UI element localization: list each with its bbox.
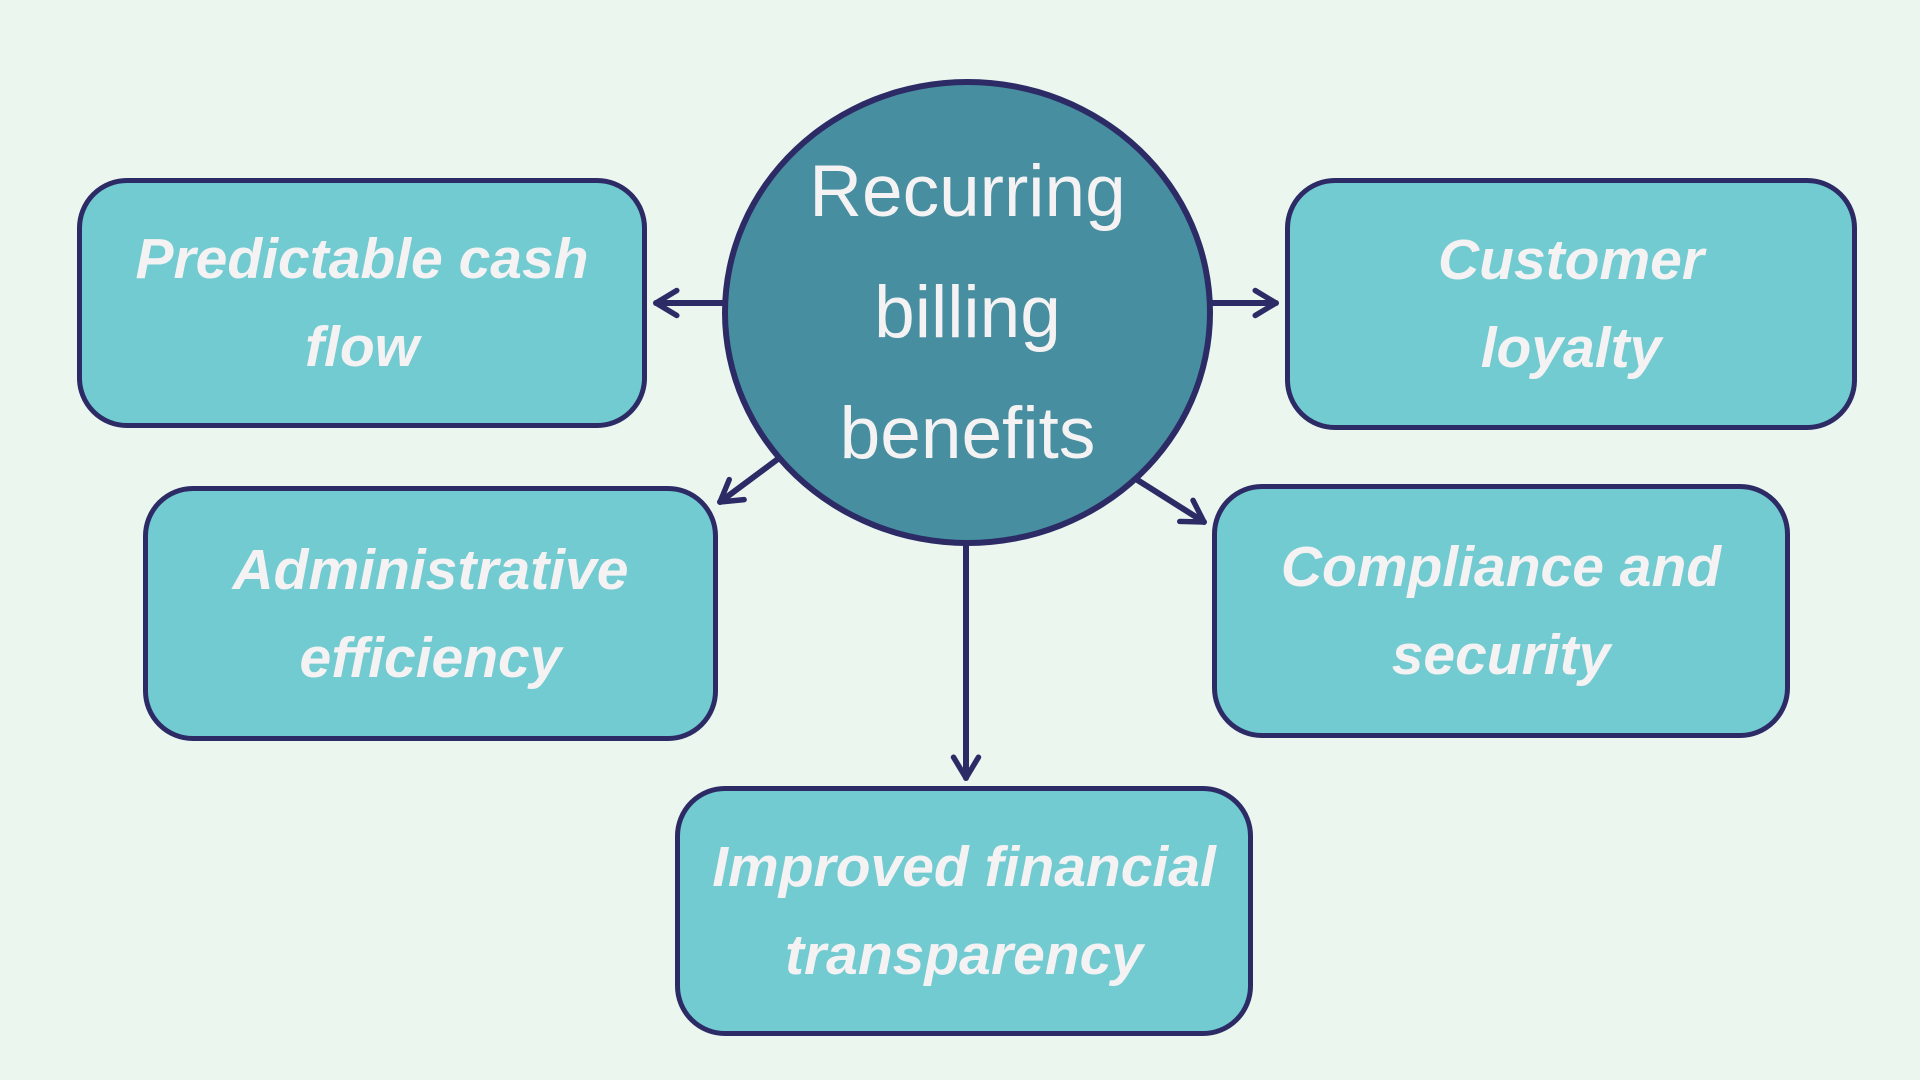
- center-node-line: billing: [874, 272, 1061, 353]
- benefit-node-improved-financial-transparency: Improved financial transparency: [675, 786, 1253, 1036]
- benefit-node-label: Predictable cash: [135, 227, 589, 291]
- center-node-line: benefits: [839, 393, 1096, 474]
- benefit-node-label: loyalty: [1480, 316, 1662, 380]
- benefit-node-customer-loyalty: Customer loyalty: [1285, 178, 1857, 430]
- center-node-line: Recurring: [809, 151, 1126, 232]
- benefit-node-label: Improved financial: [712, 835, 1216, 899]
- benefit-node-label: security: [1391, 623, 1611, 687]
- benefit-node-compliance-and-security: Compliance and security: [1212, 484, 1790, 738]
- benefit-node-label: transparency: [784, 923, 1143, 987]
- benefit-node-label: flow: [305, 315, 419, 379]
- benefit-node-label: Compliance and: [1280, 535, 1722, 599]
- benefit-node-label: efficiency: [299, 625, 562, 690]
- benefit-node-administrative-efficiency: Administrative efficiency: [143, 486, 718, 741]
- center-node-recurring-billing-benefits: Recurring billing benefits: [722, 79, 1213, 546]
- benefit-node-label: Customer: [1437, 228, 1705, 292]
- benefit-node-predictable-cash-flow: Predictable cash flow: [77, 178, 647, 428]
- benefit-node-label: Administrative: [232, 537, 629, 602]
